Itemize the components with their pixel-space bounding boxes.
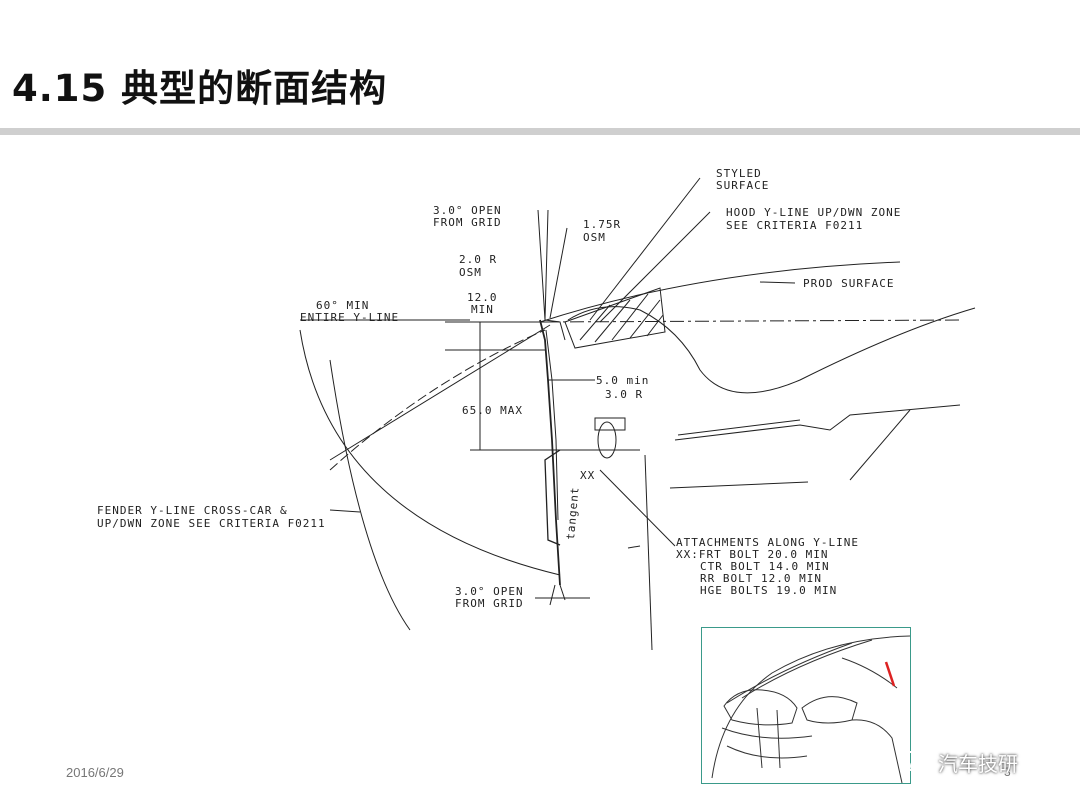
sweep-line-2	[329, 329, 546, 471]
leader-styled	[589, 177, 701, 321]
attach-label-3: CTR BOLT 14.0 MIN	[700, 560, 830, 573]
open-top-label-2: FROM GRID	[433, 216, 502, 229]
attach-label-4: RR BOLT 12.0 MIN	[700, 572, 822, 585]
leader-r175	[549, 227, 568, 319]
watermark-text: 汽车技研	[938, 752, 1018, 776]
prod-surface-label: PROD SURFACE	[803, 277, 894, 290]
r20-label-1: 2.0 R	[459, 253, 497, 266]
fender-flange	[539, 319, 561, 586]
fender-return	[544, 319, 566, 341]
hatch-2	[594, 299, 631, 343]
styled-surface-label-2: SURFACE	[716, 179, 769, 192]
fender-label-1: FENDER Y-LINE CROSS-CAR &	[97, 504, 288, 517]
r175-label-2: OSM	[583, 231, 606, 244]
panel-1	[674, 404, 961, 441]
attach-label-2: XX:FRT BOLT 20.0 MIN	[676, 548, 828, 561]
hatch-4	[629, 299, 661, 339]
xx-label: XX	[580, 469, 595, 482]
hood-block	[564, 287, 666, 349]
slide-title: 4.15 典型的断面结构	[12, 67, 388, 110]
leader-fender	[329, 509, 361, 513]
attach-label-1: ATTACHMENTS ALONG Y-LINE	[676, 536, 859, 549]
open-bot-label-1: 3.0° OPEN	[455, 585, 524, 598]
watermark: 汽车技研	[898, 748, 1018, 777]
car-inset-view	[701, 627, 911, 784]
r20-label-2: OSM	[459, 266, 482, 279]
y-line-arc	[299, 329, 561, 576]
dim12-label-2: MIN	[471, 303, 494, 316]
arc-inner	[329, 359, 411, 631]
sweep-line-1	[329, 324, 551, 461]
styled-surface-curve	[567, 306, 976, 394]
hatch-1	[579, 304, 611, 341]
top-open-lines	[537, 209, 549, 321]
hatch-3	[611, 293, 649, 341]
leader-prod	[759, 281, 796, 284]
leader-attach	[599, 469, 676, 547]
r30-label: 3.0 R	[605, 388, 643, 401]
center-line	[544, 319, 961, 323]
car-front-sketch	[711, 635, 910, 783]
panel-5	[644, 454, 653, 651]
prod-surface-curve	[539, 261, 901, 323]
bracket	[544, 449, 561, 546]
dim5-label: 5.0 min	[596, 374, 649, 387]
hatch-5	[646, 314, 664, 337]
open-bot-label-2: FROM GRID	[455, 597, 524, 610]
fender-flange-inner	[545, 329, 559, 521]
leader-hood	[599, 211, 711, 323]
tangent-label: tangent	[564, 486, 582, 540]
open-top-label-1: 3.0° OPEN	[433, 204, 502, 217]
min60-label-1: 60° MIN	[316, 299, 369, 312]
min60-label-2: ENTIRE Y-LINE	[300, 311, 399, 324]
styled-surface-label-1: STYLED	[716, 167, 762, 180]
panel-4	[849, 409, 911, 481]
bot-open-lines	[549, 584, 566, 606]
hood-zone-label-1: HOOD Y-LINE UP/DWN ZONE	[726, 206, 901, 219]
r175-label-1: 1.75R	[583, 218, 621, 231]
hood-zone-label-2: SEE CRITERIA F0211	[726, 219, 863, 232]
wechat-icon	[899, 750, 930, 774]
dim65-label: 65.0 MAX	[462, 404, 523, 417]
panel-3	[669, 481, 809, 489]
slide-date: 2016/6/29	[66, 765, 124, 780]
clip-head	[594, 417, 626, 431]
panel-2	[677, 419, 801, 436]
clip	[597, 421, 617, 459]
attach-label-5: HGE BOLTS 19.0 MIN	[700, 584, 837, 597]
panel-6	[627, 545, 641, 549]
dim12-label-1: 12.0	[467, 291, 498, 304]
fender-label-2: UP/DWN ZONE SEE CRITERIA F0211	[97, 517, 326, 530]
title-divider	[0, 128, 1080, 135]
page-number: 3	[1004, 765, 1011, 779]
section-marker	[884, 661, 896, 687]
